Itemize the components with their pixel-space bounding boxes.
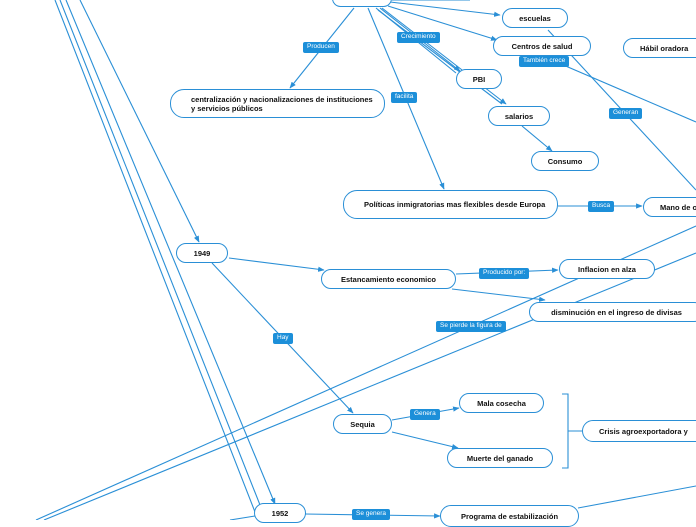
- node-escuelas[interactable]: escuelas: [502, 8, 568, 28]
- edge-salarios-consumo: [521, 125, 553, 152]
- label-facilita: facilita: [391, 92, 418, 103]
- label-crecimiento: Crecimiento: [397, 32, 440, 43]
- node-mano-obra[interactable]: Mano de o: [643, 197, 696, 217]
- label-busca: Busca: [588, 201, 615, 212]
- node-1949[interactable]: 1949: [176, 243, 228, 263]
- edge-bottom-right: [229, 515, 256, 520]
- edge-top-centros: [387, 5, 498, 41]
- node-crisis[interactable]: Crisis agroexportadora y: [582, 420, 696, 442]
- edge-left-1: [54, 0, 256, 513]
- edge-top-salarios-2: [381, 7, 507, 105]
- node-centros-salud[interactable]: Centros de salud: [493, 36, 591, 56]
- node-divisas[interactable]: disminución en el ingreso de divisas: [529, 302, 696, 322]
- edge-estancamiento-divisas: [451, 288, 546, 302]
- edge-1949-estancamiento: [228, 257, 325, 272]
- node-inflacion[interactable]: Inflacion en alza: [559, 259, 655, 279]
- node-consumo[interactable]: Consumo: [531, 151, 599, 171]
- node-habil-oradora[interactable]: Hábil oradora: [623, 38, 696, 58]
- edge-bottom-left-2: [43, 252, 696, 520]
- edge-top-escuelas: [389, 1, 501, 17]
- node-salarios[interactable]: salarios: [488, 106, 550, 126]
- edge-top-salarios-1: [377, 9, 503, 105]
- label-genera: Genera: [410, 409, 440, 420]
- node-pbi[interactable]: PBI: [456, 69, 502, 89]
- node-estancamiento[interactable]: Estancamiento economico: [321, 269, 456, 289]
- edge-left-3: [65, 0, 276, 505]
- edge-sequia-muerte: [391, 431, 459, 450]
- label-generan: Generan: [609, 108, 643, 119]
- edge-left-to-1949: [79, 0, 200, 243]
- label-producen: Producen: [303, 42, 339, 53]
- label-tambien-crece: También crece: [519, 56, 570, 67]
- label-producido-por: Producido por:: [479, 268, 530, 279]
- node-top[interactable]: [332, 0, 392, 7]
- edge-left-2: [59, 0, 263, 511]
- node-1952[interactable]: 1952: [254, 503, 306, 523]
- node-muerte-ganado[interactable]: Muerte del ganado: [447, 448, 553, 468]
- node-centralizacion[interactable]: centralización y nacionalizaciones de in…: [170, 89, 385, 118]
- node-mala-cosecha[interactable]: Mala cosecha: [459, 393, 544, 413]
- label-se-pierde: Se pierde la figura de: [436, 321, 506, 332]
- label-hay: Hay: [273, 333, 293, 344]
- edge-programa-right: [577, 485, 696, 509]
- node-programa[interactable]: Programa de estabilización: [440, 505, 579, 527]
- node-sequia[interactable]: Sequia: [333, 414, 392, 434]
- bracket: [562, 393, 582, 469]
- label-se-genera: Se genera: [352, 509, 390, 520]
- node-politicas[interactable]: Políticas inmigratorias mas flexibles de…: [343, 190, 558, 219]
